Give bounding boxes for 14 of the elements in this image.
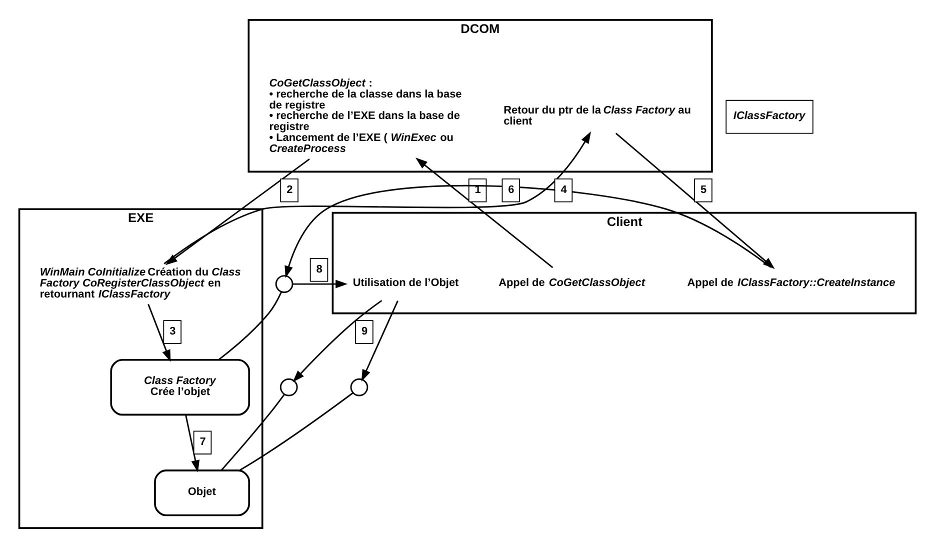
- node-text: Appel de IClassFactory::CreateInstance: [687, 276, 896, 289]
- node-text: Utilisation de l’Objet: [352, 276, 459, 289]
- edge-label: 9: [362, 325, 368, 338]
- edge-label: 2: [286, 184, 293, 196]
- edge-label: 4: [560, 184, 567, 196]
- edge-label: 6: [508, 184, 514, 196]
- node-text: Appel de CoGetClassObject: [498, 276, 645, 289]
- edge-label: 5: [700, 184, 707, 196]
- edge-label: 7: [200, 436, 206, 448]
- node-text: Retour du ptr de la Class Factory au client: [504, 104, 691, 128]
- edge-label: 3: [170, 325, 176, 338]
- node-text: CoGetClassObject : • recherche de la classe dans la base de registre • recherche de l’EXE dans la base de registre • Lancement de l’EXE (WinExec ou CreateProcess: [269, 77, 462, 156]
- node-text: WinMain CoInitialize Création du Class Factory CoRegisterClassObject en retournant IClassFactory: [40, 266, 241, 300]
- edge-label: 8: [316, 263, 322, 276]
